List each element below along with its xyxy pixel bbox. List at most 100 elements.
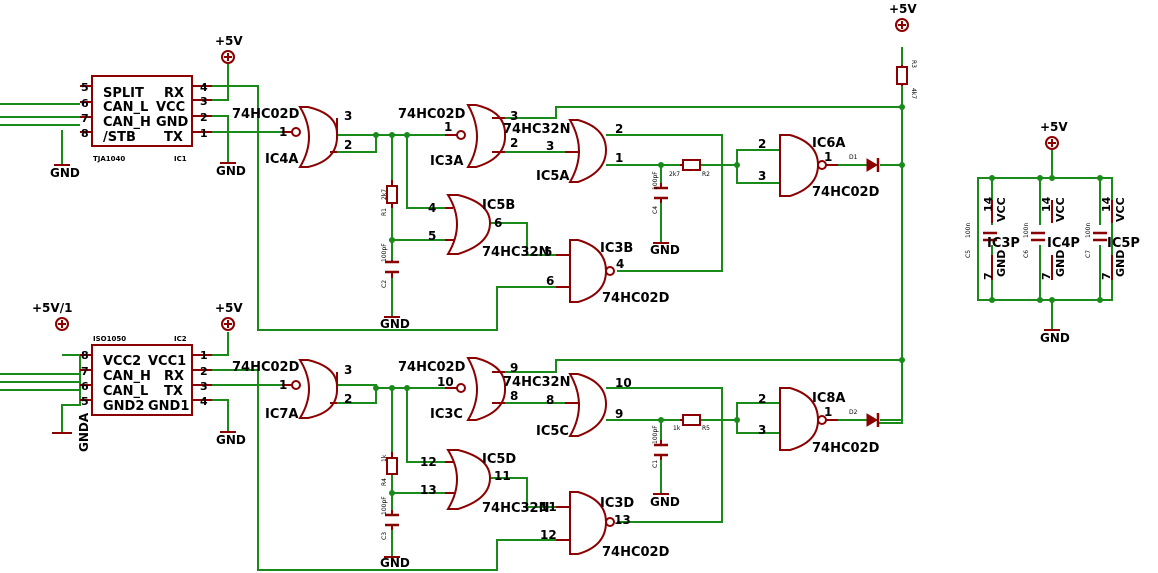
gnd-symbol-ic2-right: GND (216, 431, 246, 447)
capacitor-c1: 100pF C1 (652, 425, 668, 468)
svg-text:IC3B: IC3B (600, 241, 633, 256)
svg-text:100pF: 100pF (381, 496, 388, 515)
gate-ic5c: 8 10 9 74HC32N IC5C (503, 373, 632, 439)
svg-text:6: 6 (546, 274, 554, 288)
ic1-transceiver: SPLIT CAN_L CAN_H /STB RX VCC GND TX 5 6… (80, 75, 212, 163)
svg-text:7: 7 (81, 365, 89, 378)
capacitor-c4: 100pF C4 (652, 171, 668, 214)
svg-text:VCC2: VCC2 (103, 354, 141, 369)
svg-text:1: 1 (279, 125, 287, 139)
svg-text:CAN_H: CAN_H (103, 369, 151, 384)
svg-text:IC3D: IC3D (600, 496, 634, 511)
svg-text:9: 9 (510, 361, 518, 375)
svg-text:C7: C7 (1085, 250, 1092, 258)
svg-text:11: 11 (540, 500, 557, 514)
svg-text:IC2: IC2 (174, 335, 187, 343)
svg-text:2: 2 (758, 137, 766, 151)
gnd-symbol-ic1-left: GND (50, 164, 80, 180)
svg-text:1k: 1k (673, 425, 681, 432)
junctions (373, 104, 1103, 496)
vcc-symbol-ic2-side2: +5V/1 (32, 301, 72, 331)
svg-text:R3: R3 (910, 60, 917, 68)
svg-text:6: 6 (81, 380, 89, 393)
svg-text:74HC32N: 74HC32N (482, 245, 549, 260)
svg-text:2k7: 2k7 (669, 171, 680, 178)
svg-text:5: 5 (544, 245, 552, 259)
svg-text:74HC02D: 74HC02D (398, 360, 466, 375)
svg-text:4: 4 (428, 201, 436, 215)
svg-text:VCC: VCC (1054, 197, 1067, 222)
resistor-r1: 2k7 R1 (381, 180, 398, 216)
svg-text:1: 1 (200, 127, 208, 140)
svg-text:RX: RX (164, 369, 184, 384)
svg-text:ISO1050: ISO1050 (93, 335, 126, 343)
gate-ic3b: 5 6 4 IC3B 74HC02D (544, 239, 670, 306)
svg-text:GND: GND (650, 495, 680, 509)
svg-text:74HC32N: 74HC32N (503, 122, 570, 137)
svg-text:GND: GND (380, 556, 410, 570)
svg-text:IC6A: IC6A (812, 136, 845, 151)
svg-text:IC3P: IC3P (987, 236, 1020, 251)
svg-text:4: 4 (200, 395, 208, 408)
svg-text:R1: R1 (381, 208, 388, 216)
svg-text:+5V: +5V (889, 2, 917, 16)
svg-text:74HC02D: 74HC02D (812, 441, 880, 456)
gate-ic4a: 1 3 2 74HC02D IC4A (232, 106, 352, 168)
svg-text:TX: TX (164, 130, 183, 145)
svg-text:CAN_L: CAN_L (103, 100, 148, 115)
svg-text:74HC02D: 74HC02D (602, 545, 670, 560)
svg-text:IC3C: IC3C (430, 407, 463, 422)
svg-text:74HC02D: 74HC02D (232, 360, 300, 375)
gnd-symbol-c3: GND (380, 556, 410, 570)
gate-ic3c: 10 8 9 74HC02D IC3C (398, 357, 518, 422)
svg-text:C2: C2 (381, 280, 388, 288)
svg-text:5: 5 (81, 81, 89, 94)
svg-text:C5: C5 (965, 250, 972, 258)
svg-text:GND1: GND1 (148, 399, 189, 414)
svg-text:1: 1 (824, 405, 832, 419)
svg-text:3: 3 (510, 109, 518, 123)
svg-text:74HC02D: 74HC02D (602, 291, 670, 306)
svg-text:TX: TX (164, 384, 183, 399)
svg-text:2: 2 (615, 122, 623, 136)
svg-text:74HC32N: 74HC32N (482, 501, 549, 516)
svg-text:12: 12 (540, 528, 557, 542)
svg-text:SPLIT: SPLIT (103, 86, 144, 101)
svg-text:3: 3 (758, 423, 766, 437)
gate-ic3a: 1 2 3 74HC02D IC3A (398, 104, 518, 169)
svg-text:1: 1 (615, 151, 623, 165)
svg-text:12: 12 (420, 455, 437, 469)
svg-text:2: 2 (344, 392, 352, 406)
svg-text:C1: C1 (652, 460, 659, 468)
svg-text:IC5A: IC5A (536, 169, 569, 184)
svg-text:10: 10 (615, 376, 632, 390)
svg-text:C4: C4 (652, 206, 659, 214)
svg-text:CAN_L: CAN_L (103, 384, 148, 399)
gnd-symbol-c4: GND (650, 242, 680, 257)
gnd-symbol-c2: GND (380, 316, 410, 331)
svg-text:6: 6 (81, 97, 89, 110)
svg-text:2: 2 (758, 392, 766, 406)
svg-text:IC5C: IC5C (536, 424, 569, 439)
svg-text:+5V: +5V (215, 34, 243, 48)
svg-text:GND2: GND2 (103, 399, 144, 414)
svg-text:100pF: 100pF (652, 425, 659, 444)
wires-top (0, 47, 903, 424)
svg-text:10: 10 (437, 375, 454, 389)
svg-text:3: 3 (546, 139, 554, 153)
svg-text:1: 1 (200, 349, 208, 362)
svg-text:GND: GND (650, 243, 680, 257)
svg-text:4k7: 4k7 (910, 88, 917, 99)
svg-text:8: 8 (546, 393, 554, 407)
svg-text:2k7: 2k7 (381, 189, 388, 200)
gate-ic5b: 4 5 6 IC5B 74HC32N (428, 194, 549, 260)
svg-text:7: 7 (81, 112, 89, 125)
svg-text:R4: R4 (381, 478, 388, 486)
capacitor-c3: 100pF C3 (381, 496, 399, 540)
svg-text:TJA1040: TJA1040 (93, 155, 125, 163)
svg-text:C3: C3 (381, 532, 388, 540)
svg-text:5: 5 (81, 395, 89, 408)
capacitor-c2: 100pF C2 (381, 243, 399, 288)
svg-text:IC3A: IC3A (430, 154, 463, 169)
